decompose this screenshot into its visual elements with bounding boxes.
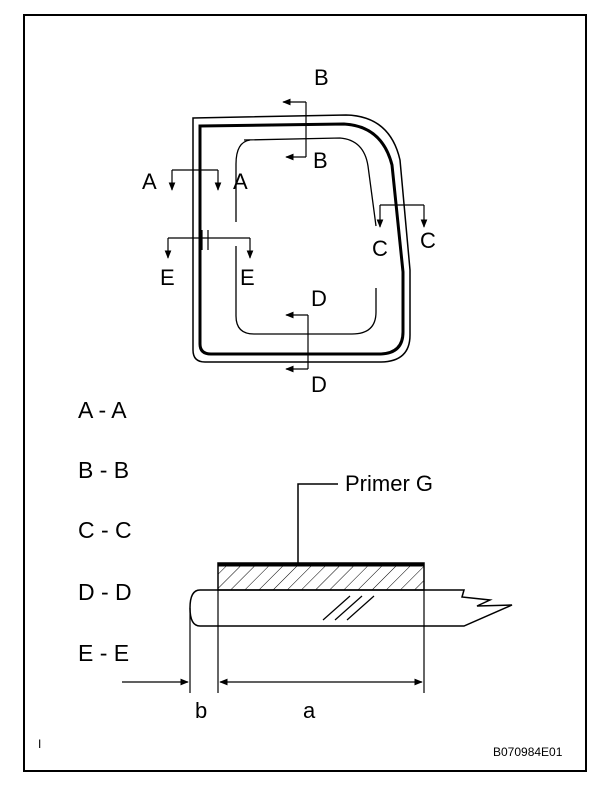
cut-label-a-left: A [142,169,157,194]
corner-mark: I [38,737,41,751]
section-cut-e [164,230,254,259]
section-list-item: A - A [78,397,127,423]
cut-label-c-left: C [372,236,388,261]
dimension-label-a: a [303,698,316,723]
section-list-item: B - B [78,457,129,483]
cut-label-b-top: B [314,65,329,90]
glass-panel [189,589,513,627]
primer-layer [217,562,425,591]
cut-label-e-right: E [240,265,255,290]
section-list-item: C - C [78,517,132,543]
section-cut-b [282,98,307,161]
section-cut-a [168,169,222,191]
cut-label-c-right: C [420,228,436,253]
cut-label-a-right: A [233,169,248,194]
cut-label-d-bottom: D [311,372,327,397]
section-cut-d [285,311,309,373]
section-cut-c [376,204,428,228]
dimension-lines [122,590,425,693]
primer-callout-label: Primer G [345,471,433,496]
cross-section-detail [189,483,513,627]
section-list-item: E - E [78,640,129,666]
figure-code: B070984E01 [493,745,563,759]
window-glass-outline [192,114,411,363]
section-list: A - A B - B C - C D - D E - E [78,397,132,666]
section-list-item: D - D [78,579,132,605]
cut-label-d-top: D [311,286,327,311]
dimension-label-b: b [195,698,207,723]
figure-frame [23,14,587,772]
cut-label-e-left: E [160,265,175,290]
cut-label-b-bottom: B [313,148,328,173]
